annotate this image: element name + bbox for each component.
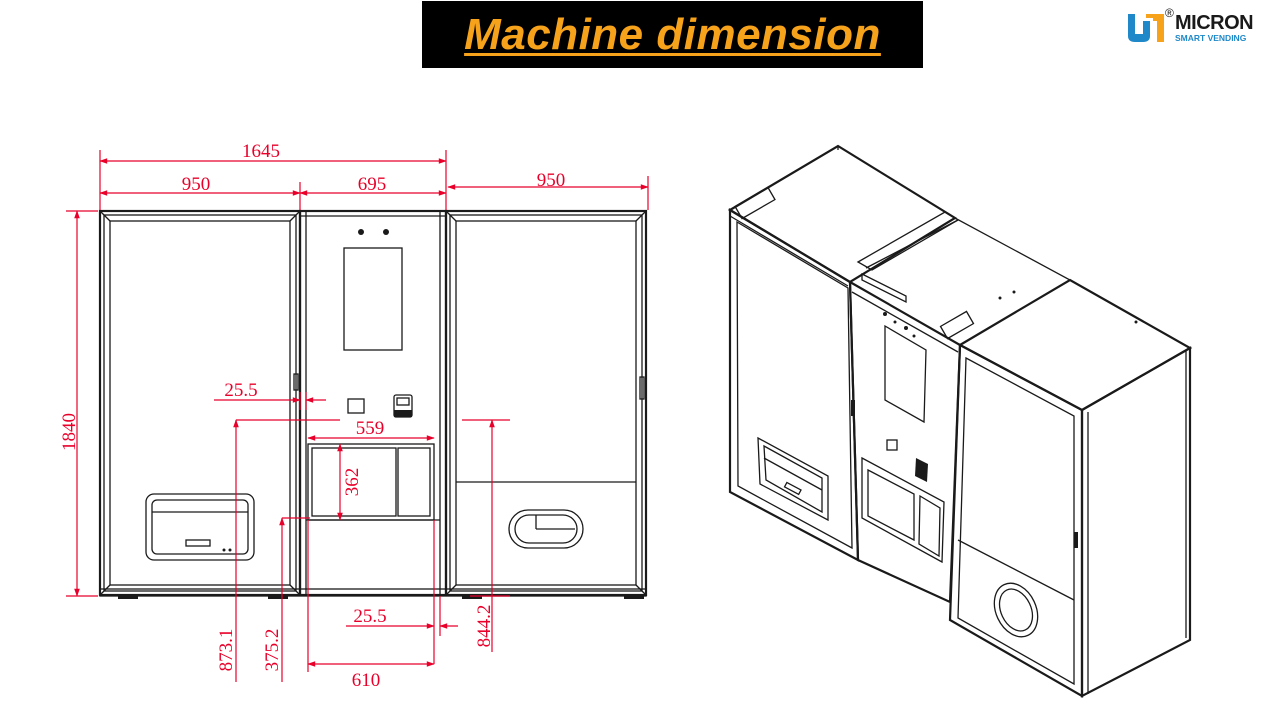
camera-dot [358, 229, 364, 235]
left-width-label: 950 [182, 174, 211, 195]
page-title: Machine dimension [464, 9, 881, 59]
pickup-height-label: 362 [342, 468, 363, 497]
card-reader [347, 398, 365, 414]
base-width-label: 610 [352, 670, 381, 691]
registered-mark: ® [1165, 6, 1174, 20]
center-width-label: 695 [358, 174, 387, 195]
center-pickup-window [307, 443, 435, 521]
isometric-view [727, 144, 1193, 698]
front-view [98, 209, 648, 599]
side-offset-top-label: 25.5 [224, 380, 257, 401]
center-cabinet [298, 209, 448, 597]
right-cabinet [444, 209, 648, 597]
overall-height-label: 1840 [59, 413, 80, 451]
brand-logo: ® MICRON SMART VENDING [1126, 6, 1266, 46]
brand-name: MICRON [1175, 12, 1254, 34]
title-bar: Machine dimension [422, 1, 923, 68]
right-pickup-port [508, 509, 584, 549]
micron-logo-icon [1128, 14, 1164, 42]
camera-dot [383, 229, 389, 235]
left-pickup-height-label: 873.1 [216, 629, 237, 672]
center-pickup-height-label: 375.2 [262, 629, 283, 672]
pickup-width-label: 559 [356, 418, 385, 439]
left-cabinet [98, 209, 302, 597]
dimension-annotations: 1645 950 695 950 1840 25.5 559 362 873.1 [59, 141, 649, 691]
touch-screen [343, 247, 403, 351]
left-pickup-drawer [145, 493, 255, 561]
right-pickup-height-label: 844.2 [474, 605, 495, 648]
overall-width-label: 1645 [242, 141, 280, 162]
side-offset-bottom-label: 25.5 [353, 606, 386, 627]
right-width-label: 950 [537, 170, 566, 191]
brand-tagline: SMART VENDING [1175, 33, 1247, 43]
